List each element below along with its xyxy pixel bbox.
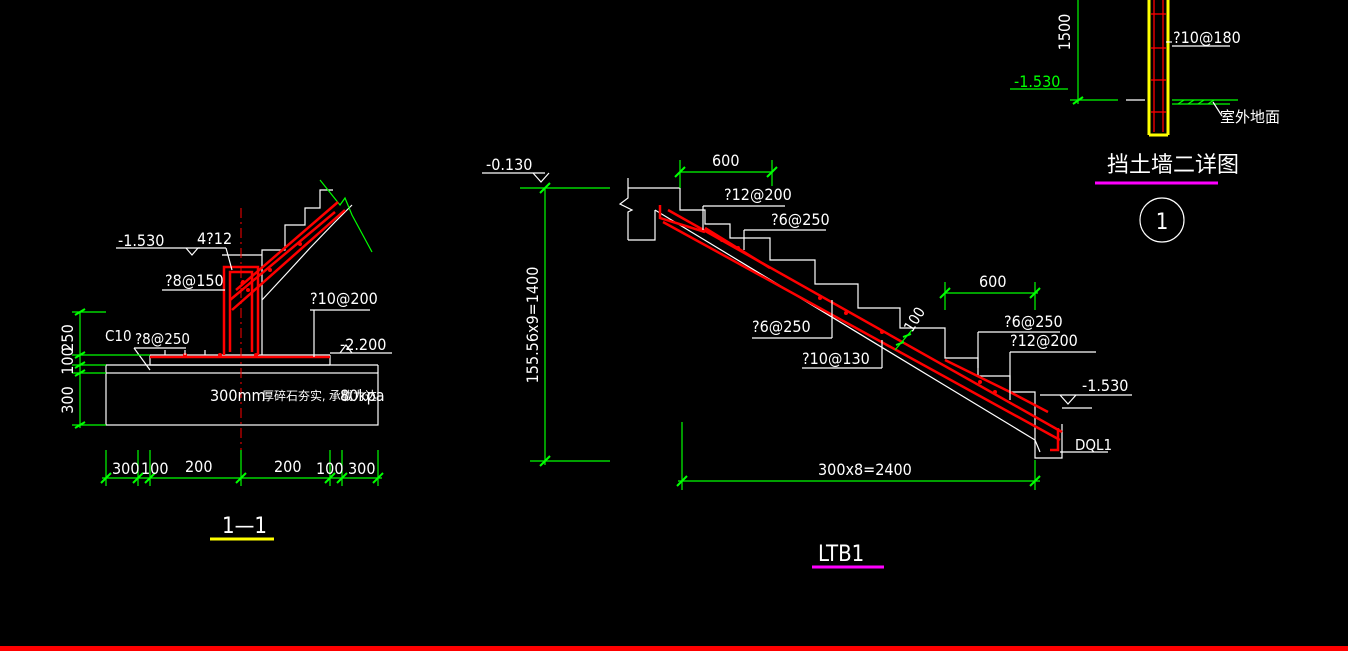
base-note-prefix: 300mm <box>210 386 266 405</box>
hdim-3: 200 <box>274 457 301 476</box>
rebar-10-200: ?10@200 <box>310 289 378 308</box>
ltb1-width-dim: 300x8=2400 <box>818 460 912 479</box>
ltb1-top-dim: 600 <box>712 151 739 170</box>
retaining-wall-detail: 1500 ?10@180 -1.530 室外地面 挡土墙二详图 1 <box>1010 0 1280 243</box>
c10-label: C10 <box>105 327 132 345</box>
section-1-1-title: 1—1 <box>222 514 267 539</box>
ltb1-bottom-dim: 600 <box>979 272 1006 291</box>
ltb1-beam-label: DQL1 <box>1075 436 1112 454</box>
detail-number: 1 <box>1156 210 1169 235</box>
ltb1-rebar-top-1: ?12@200 <box>724 185 792 204</box>
wall-rebar-label: ?10@180 <box>1173 28 1241 47</box>
section-elev-top: -1.530 <box>118 231 164 250</box>
section-elev-right: -2.200 <box>340 335 386 354</box>
hdim-5: 300 <box>348 459 375 478</box>
ltb1-thickness: 100 <box>900 304 929 335</box>
hdim-4: 100 <box>316 459 343 478</box>
hdim-1: 100 <box>141 459 168 478</box>
wall-detail-title: 挡土墙二详图 <box>1107 153 1239 178</box>
ltb1-rebar-top-2: ?6@250 <box>771 210 830 229</box>
hdim-0: 300 <box>112 459 139 478</box>
section-1-1: -1.530 4?12 ?8@150 ?10@200 -2.200 C10 ?8… <box>58 179 392 541</box>
rebar-8-150: ?8@150 <box>165 271 224 290</box>
vdim-300: 300 <box>58 386 77 413</box>
ltb1-rebar-bot-2: ?12@200 <box>1010 331 1078 350</box>
vdim-100: 100 <box>58 347 77 374</box>
ltb1-rebar-bot-1: ?6@250 <box>1004 312 1063 331</box>
ltb1-height-dim: 155.56x9=1400 <box>523 267 542 384</box>
rebar-8-250: ?8@250 <box>135 330 190 348</box>
base-note-mid: 厚碎石夯实, 承载力达 <box>262 388 377 403</box>
ltb1-stair: -0.130 155.56x9=1400 <box>482 151 1132 569</box>
ltb1-title: LTB1 <box>818 542 864 567</box>
ltb1-rebar-mid-1: ?6@250 <box>752 317 811 336</box>
hdim-2: 200 <box>185 457 212 476</box>
ltb1-elev-top: -0.130 <box>486 155 532 174</box>
ground-label: 室外地面 <box>1220 108 1280 126</box>
wall-elevation: -1.530 <box>1014 72 1060 91</box>
base-note-suffix: 80kpa <box>340 386 385 405</box>
vdim-250: 250 <box>58 324 77 351</box>
detail-number-circle <box>1139 197 1185 243</box>
ltb1-rebar-mid-2: ?10@130 <box>802 349 870 368</box>
wall-height-dim: 1500 <box>1055 14 1074 51</box>
ltb1-elev-bottom: -1.530 <box>1082 376 1128 395</box>
bottom-bar <box>0 646 1348 651</box>
rebar-4-12: 4?12 <box>197 229 232 248</box>
